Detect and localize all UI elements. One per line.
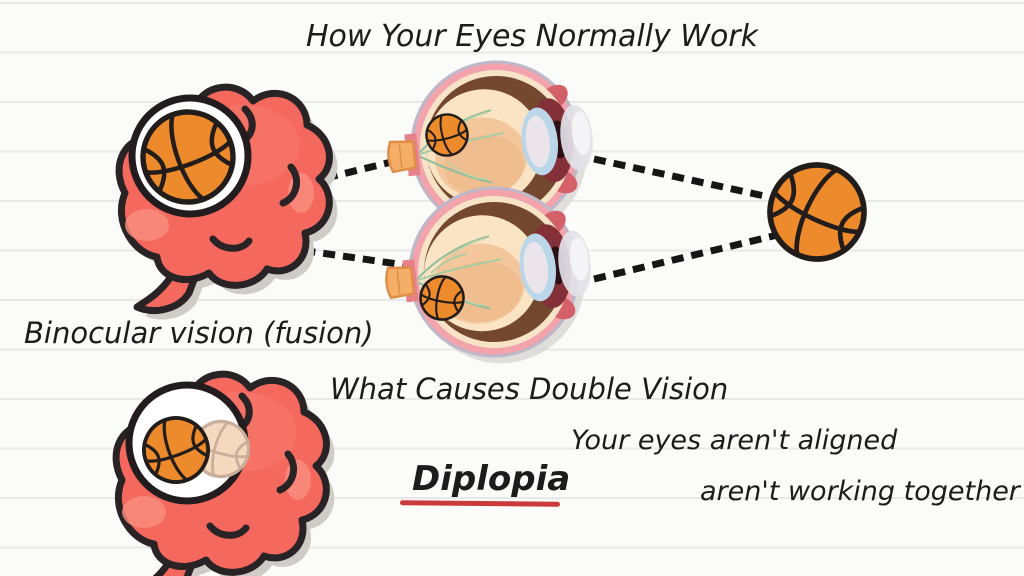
caption-binocular-vision: Binocular vision (fusion) <box>24 316 374 350</box>
brain-fused-image <box>119 87 337 319</box>
title-double-vision: What Causes Double Vision <box>330 372 729 406</box>
text-eyes-not-aligned: Your eyes aren't aligned <box>571 425 898 456</box>
basketball-object <box>755 150 880 275</box>
text-not-working-together: aren't working together <box>700 476 1020 507</box>
term-diplopia: Diplopia <box>412 459 571 499</box>
brain-double-image <box>116 374 334 576</box>
sightline-bottom-eye-to-ball <box>593 228 791 283</box>
title-normal-vision: How Your Eyes Normally Work <box>306 19 759 54</box>
sightline-top-eye-to-ball <box>593 155 793 206</box>
